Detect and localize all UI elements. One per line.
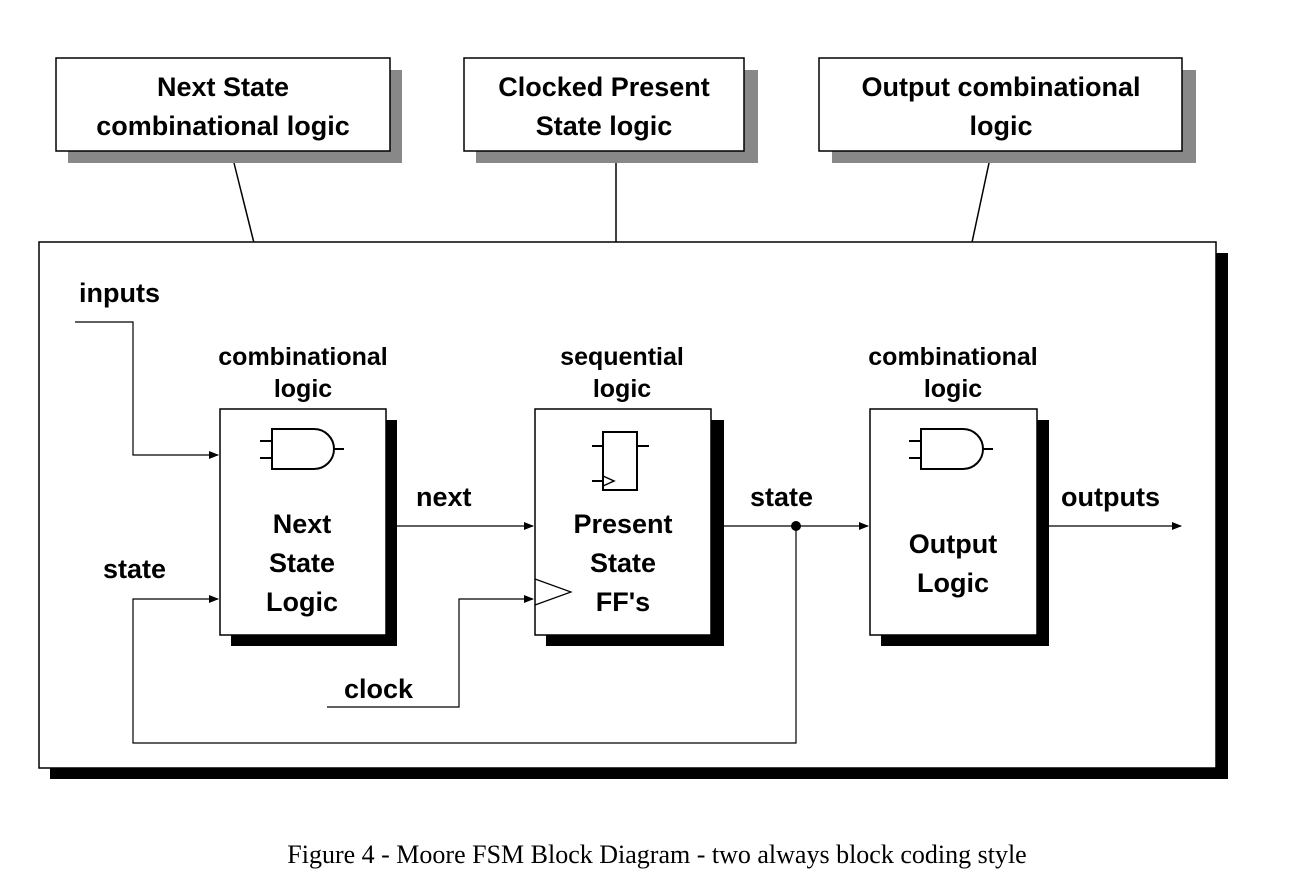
callout-output-line2: logic [969,111,1032,141]
flip-flop-icon [592,431,649,491]
category-next-state-line2: logic [274,375,332,403]
junction-dot [791,521,801,531]
callout-present-state: Clocked Present State logic [463,57,758,163]
wire-clock [327,595,534,708]
block-present-state-line1: Present [573,509,672,539]
block-next-state-logic: Next State Logic [219,408,397,646]
category-output-line2: logic [924,375,982,403]
callout-next-state-line2: combinational logic [96,111,350,141]
block-output-line1: Output [909,529,997,559]
callout-next-state: Next State combinational logic [55,57,402,163]
and-gate-icon [260,428,344,470]
block-next-state-line1: Next [273,509,332,539]
block-output-logic: Output Logic [869,408,1049,646]
signal-outputs-label: outputs [1061,482,1160,512]
category-present-state-line1: sequential [560,343,684,371]
wire-inputs [75,321,219,459]
block-next-state-line2: State [269,548,335,578]
signal-state-feedback-label: state [103,554,166,584]
wire-state-feedback [132,526,797,744]
category-output-line1: combinational [868,343,1037,371]
and-gate-icon [909,428,993,470]
callout-next-state-line1: Next State [157,72,289,102]
callout-present-state-line1: Clocked Present [498,72,710,102]
category-next-state-line1: combinational [218,343,387,371]
block-present-state-line2: State [590,548,656,578]
signal-next-label: next [416,482,472,512]
figure-caption: Figure 4 - Moore FSM Block Diagram - two… [287,840,1027,869]
clock-input-triangle [534,578,573,606]
signal-state-out-label: state [750,482,813,512]
block-next-state-line3: Logic [266,587,338,617]
callout-present-state-line2: State logic [536,111,673,141]
block-output-line2: Logic [917,568,989,598]
signal-inputs-label: inputs [79,278,160,308]
callout-output-line1: Output combinational [862,72,1141,102]
signal-clock-label: clock [344,674,414,704]
block-present-state-ffs: Present State FF's [534,408,724,646]
category-present-state-line2: logic [593,375,651,403]
block-present-state-line3: FF's [596,587,650,617]
callout-output: Output combinational logic [818,57,1196,163]
